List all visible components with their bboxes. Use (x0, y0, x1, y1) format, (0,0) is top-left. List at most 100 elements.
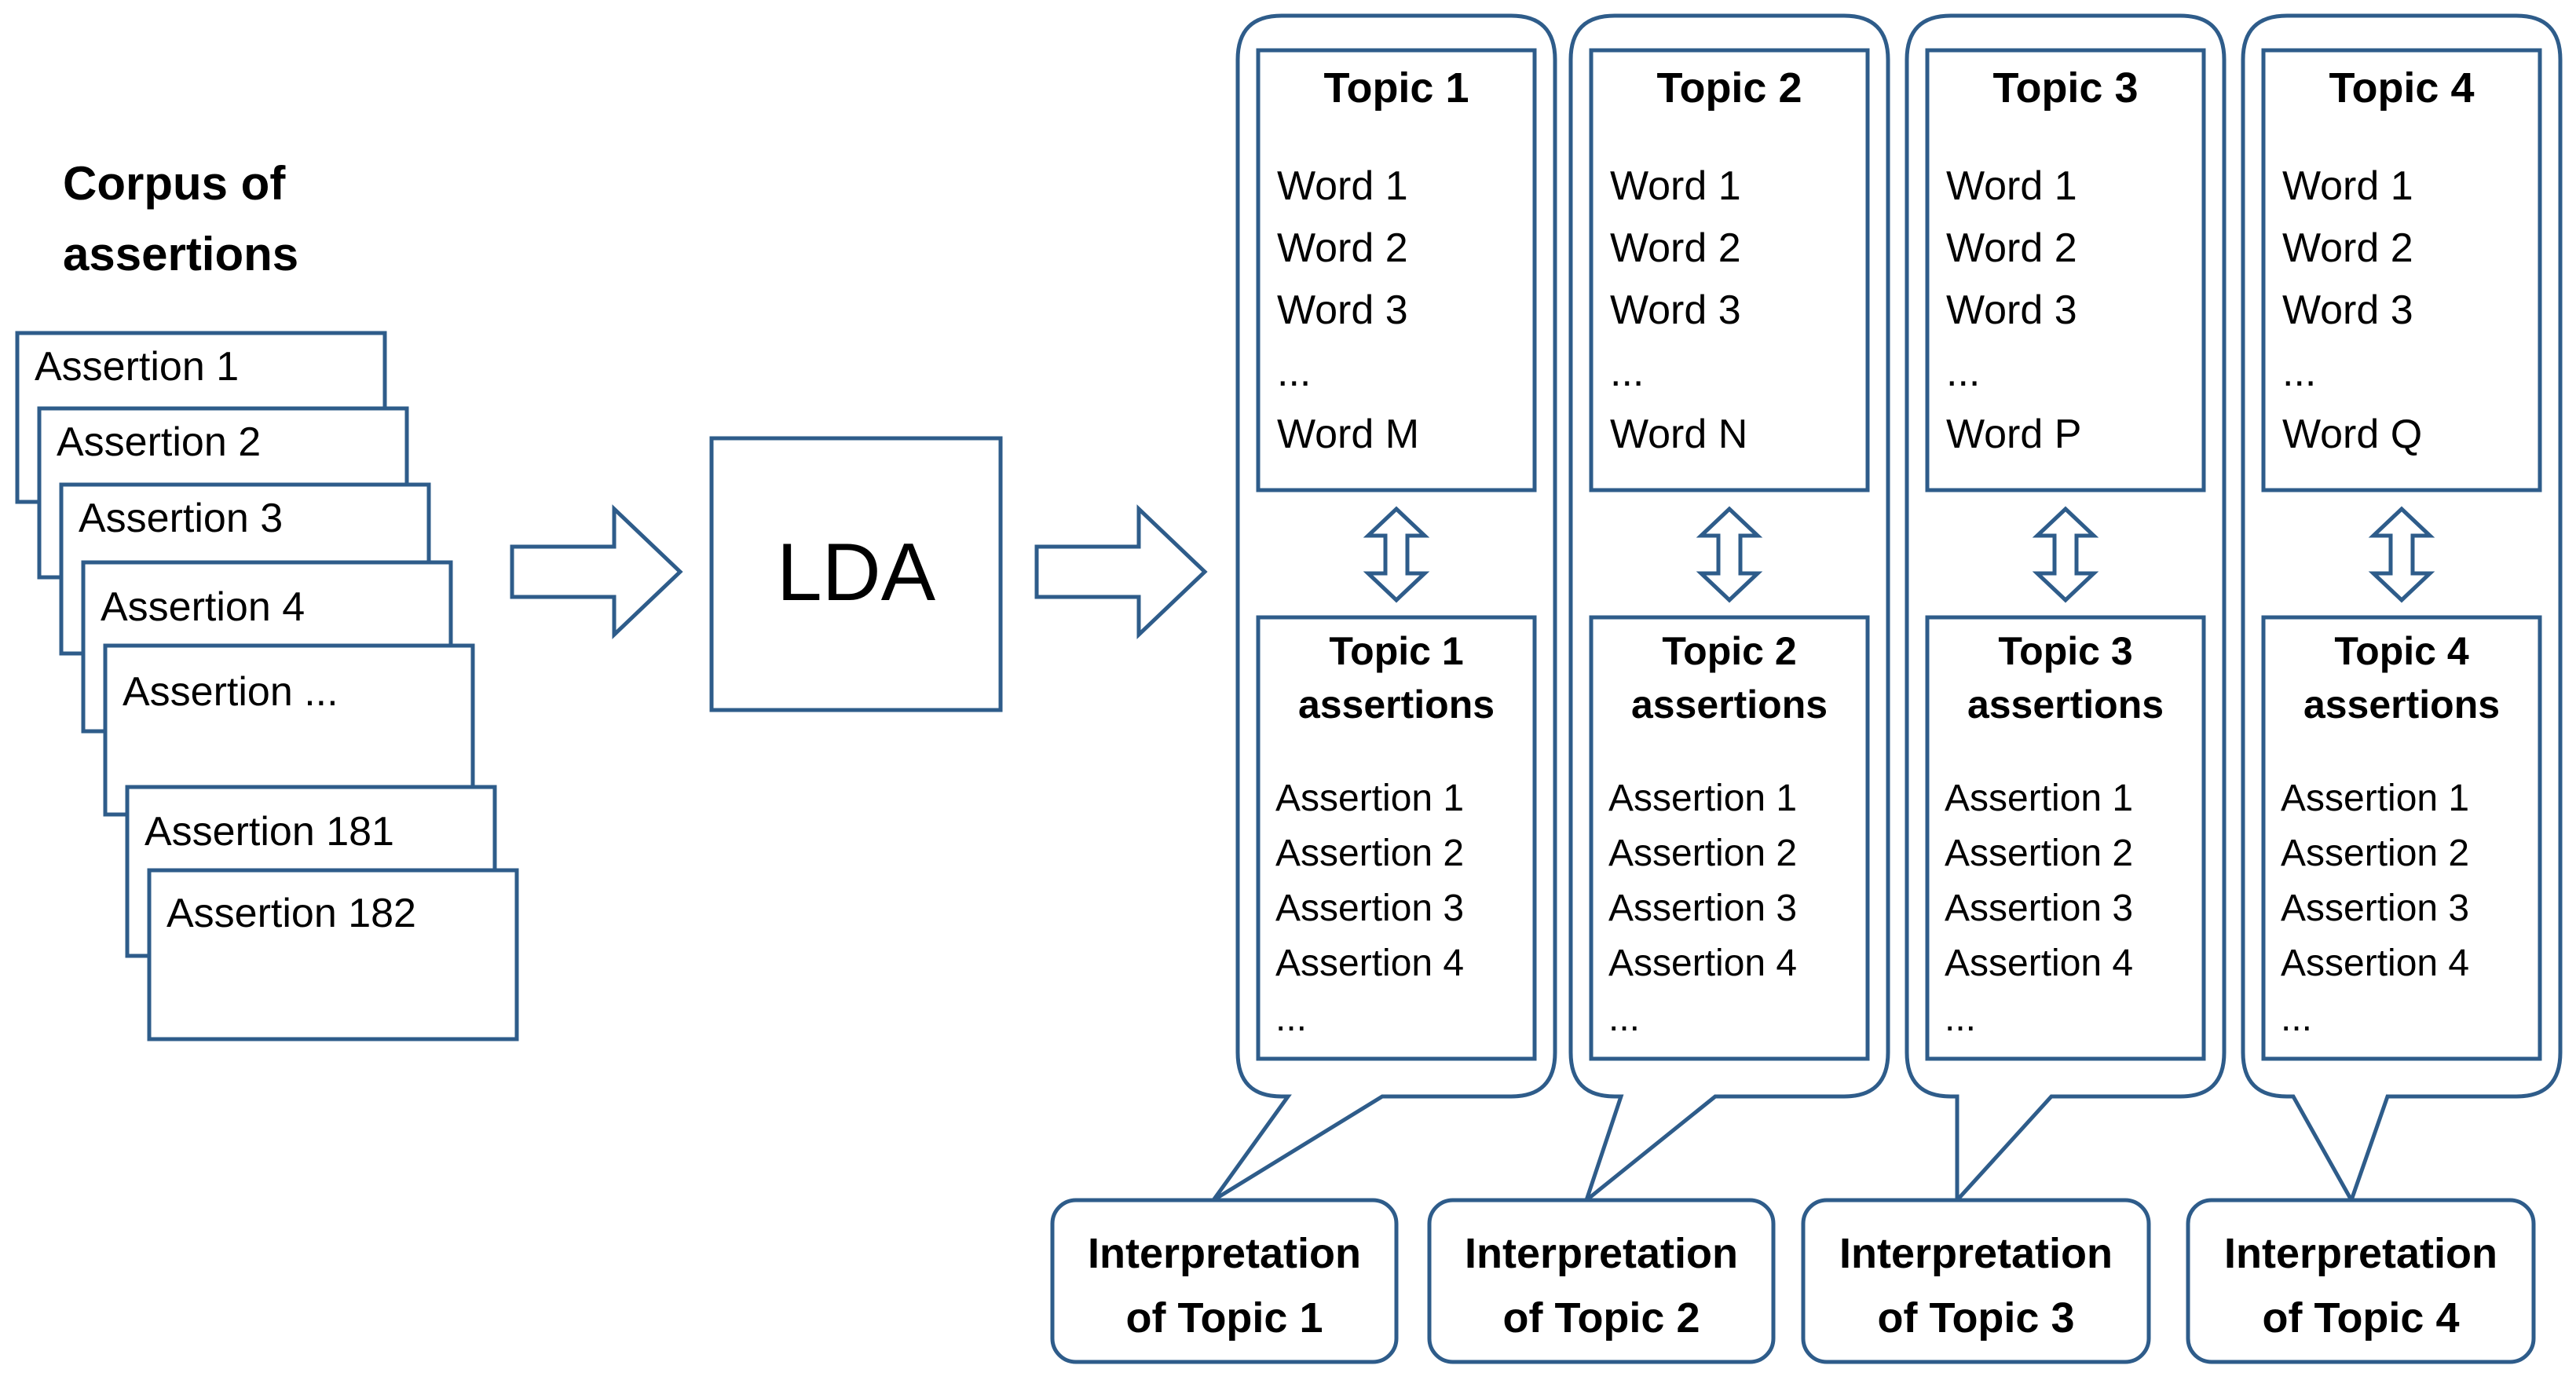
interpretation-label: Interpretation (2224, 1230, 2497, 1277)
topic-assertions-box (1925, 615, 2206, 1061)
topic-assertion-item: Assertion 2 (1608, 833, 1797, 874)
topic-assertions-box (1256, 615, 1537, 1061)
interpretation-label: of Topic 2 (1503, 1294, 1700, 1342)
assertion-card-label: Assertion 2 (57, 419, 261, 465)
topic-word: Word P (1946, 412, 2081, 457)
topic-assertion-item: Assertion 2 (1945, 833, 2133, 874)
topic-word: Word 2 (1610, 225, 1741, 271)
interpretation-label: Interpretation (1839, 1230, 2113, 1277)
topic-word: ... (1946, 350, 1980, 395)
assertion-card: Assertion 182 (147, 868, 519, 1041)
topic-word: Word 2 (1277, 225, 1408, 271)
interpretation-box-frame (1427, 1198, 1776, 1364)
topic-assertions-title: Topic 2 (1662, 629, 1796, 673)
topic-assertion-item: Assertion 4 (2281, 943, 2469, 984)
topic-word: Word 3 (1277, 287, 1408, 333)
topic-assertion-item: Assertion 3 (1608, 888, 1797, 929)
interpretation-label: of Topic 4 (2263, 1294, 2460, 1342)
topic-assertions-title: Topic 1 (1329, 629, 1463, 673)
topic-assertion-item: Assertion 1 (1608, 778, 1797, 819)
topic-word: Word 1 (2282, 163, 2413, 209)
topic-word: Word 3 (1946, 287, 2077, 333)
topic-title: Topic 1 (1323, 64, 1469, 112)
topic-word: Word M (1277, 412, 1419, 457)
topic-assertions-box (2261, 615, 2542, 1061)
topic-assertion-item: Assertion 4 (1608, 943, 1797, 984)
interpretation-label: Interpretation (1465, 1230, 1738, 1277)
corpus-title-line2: assertions (63, 228, 298, 280)
interpretation-label: Interpretation (1088, 1230, 1361, 1277)
topic-assertions-title: Topic 4 (2334, 629, 2469, 673)
topic-assertions-title: assertions (1967, 683, 2164, 727)
topic-words-box (1925, 48, 2206, 492)
topic-assertion-item: Assertion 4 (1275, 943, 1464, 984)
topic-assertion-item: Assertion 3 (1945, 888, 2133, 929)
topic-assertion-item: Assertion 3 (2281, 888, 2469, 929)
topic-word: ... (1277, 350, 1311, 395)
topic-assertion-item: ... (1275, 997, 1307, 1039)
topic-word: Word 3 (2282, 287, 2413, 333)
topic-assertion-item: Assertion 2 (1275, 833, 1464, 874)
assertion-card-label: Assertion ... (123, 669, 338, 715)
topic-assertion-item: ... (1945, 997, 1976, 1039)
topic-assertions-box (1589, 615, 1870, 1061)
corpus-section: Corpus of assertions Assertion 1 Asserti… (15, 157, 519, 1041)
topics-layer: Topic 1 Word 1 Word 2 Word 3... Word M Topic … (1050, 13, 2563, 1364)
interpretation-box: Interpretation of Topic 4 (2186, 1198, 2536, 1364)
double-arrow-icon (1363, 506, 1430, 603)
topic-words-box (2261, 48, 2542, 492)
topic-assertions-title: assertions (1298, 683, 1495, 727)
topic-column: Topic 2 Word 1 Word 2 Word 3... Word N Topic … (1568, 13, 1890, 1206)
topic-words-box (1256, 48, 1537, 492)
lda-label: LDA (777, 527, 936, 618)
topic-assertion-item: Assertion 1 (1945, 778, 2133, 819)
topic-words-box (1589, 48, 1870, 492)
interpretation-box: Interpretation of Topic 2 (1427, 1198, 1776, 1364)
assertion-card-label: Assertion 182 (166, 891, 416, 936)
topic-assertion-item: Assertion 3 (1275, 888, 1464, 929)
interpretation-label: of Topic 1 (1126, 1294, 1323, 1342)
topic-word: Word 2 (2282, 225, 2413, 271)
topic-column: Topic 3 Word 1 Word 2 Word 3... Word P Topic … (1905, 13, 2227, 1206)
corpus-title-line1: Corpus of (63, 157, 286, 210)
topic-assertion-item: ... (2281, 997, 2312, 1039)
assertion-card-label: Assertion 4 (101, 584, 305, 630)
topic-title: Topic 4 (2329, 64, 2474, 112)
interpretation-box-frame (2186, 1198, 2536, 1364)
topic-word: Word N (1610, 412, 1747, 457)
double-arrow-icon (2032, 506, 2099, 603)
topic-assertions-title: assertions (2303, 683, 2500, 727)
topic-word: Word Q (2282, 412, 2422, 457)
topic-word: Word 3 (1610, 287, 1741, 333)
interpretation-box-frame (1050, 1198, 1399, 1364)
assertion-card-label: Assertion 1 (35, 344, 239, 390)
topic-assertion-item: ... (1608, 997, 1640, 1039)
topic-column: Topic 4 Word 1 Word 2 Word 3... Word Q Topic … (2241, 13, 2563, 1206)
topic-word: Word 1 (1946, 163, 2077, 209)
assertion-card-label: Assertion 181 (145, 809, 394, 855)
topic-assertion-item: Assertion 4 (1945, 943, 2133, 984)
interpretation-box: Interpretation of Topic 3 (1801, 1198, 2151, 1364)
assertion-card-label: Assertion 3 (79, 496, 283, 541)
topic-assertions-title: assertions (1631, 683, 1828, 727)
topic-word: Word 1 (1277, 163, 1408, 209)
interpretation-box-frame (1801, 1198, 2151, 1364)
topic-word: Word 1 (1610, 163, 1741, 209)
topic-title: Topic 2 (1656, 64, 1802, 112)
topic-assertion-item: Assertion 1 (2281, 778, 2469, 819)
topic-assertions-title: Topic 3 (1998, 629, 2132, 673)
topic-column: Topic 1 Word 1 Word 2 Word 3... Word M Topic … (1211, 13, 1557, 1202)
topic-word: ... (2282, 350, 2316, 395)
topic-assertion-item: Assertion 1 (1275, 778, 1464, 819)
topic-word: Word 2 (1946, 225, 2077, 271)
lda-box: LDA (709, 436, 1003, 712)
double-arrow-icon (2368, 506, 2435, 603)
right-arrow-icon (1034, 504, 1208, 639)
double-arrow-icon (1696, 506, 1763, 603)
right-arrow-icon (510, 504, 683, 639)
topic-word: ... (1610, 350, 1644, 395)
topic-assertion-item: Assertion 2 (2281, 833, 2469, 874)
interpretation-label: of Topic 3 (1878, 1294, 2075, 1342)
topic-title: Topic 3 (1992, 64, 2138, 112)
